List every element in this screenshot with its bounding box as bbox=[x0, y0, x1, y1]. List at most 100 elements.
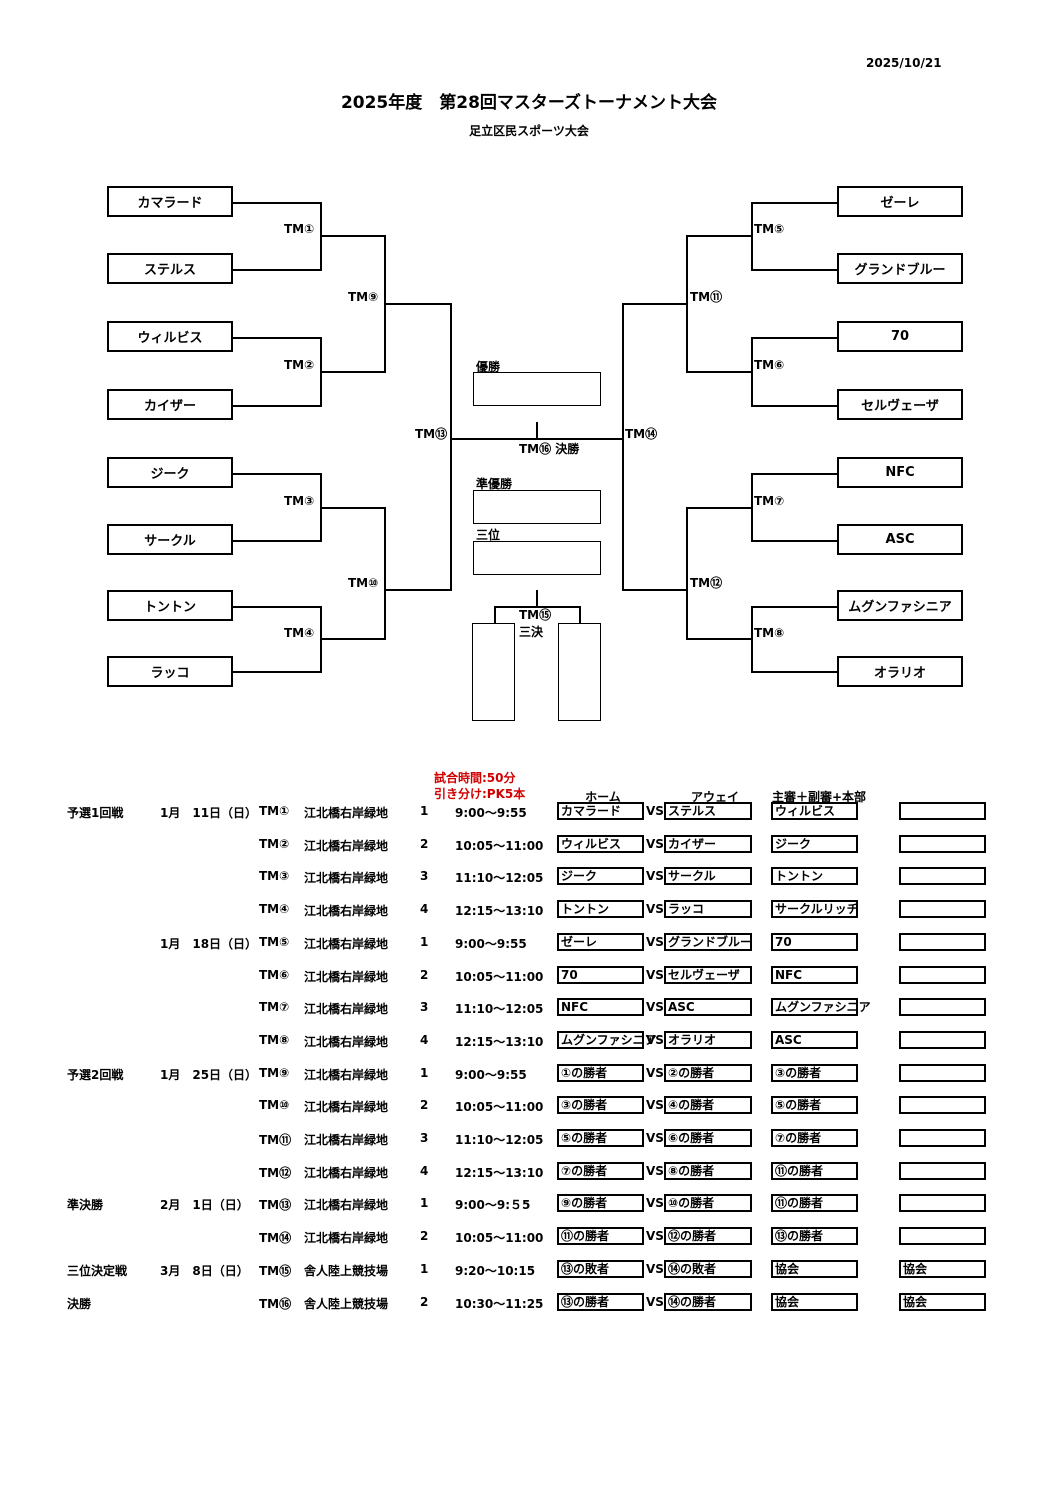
vs-label: VS bbox=[646, 968, 664, 982]
team-box: ステルス bbox=[107, 253, 233, 284]
match-time: 9:00～9:55 bbox=[455, 1068, 527, 1082]
vs-label: VS bbox=[646, 1164, 664, 1178]
referee-cell: ウィルビス bbox=[771, 802, 858, 820]
vs-label: VS bbox=[646, 1131, 664, 1145]
match-label: TM⑧ bbox=[754, 626, 785, 640]
bracket-line bbox=[450, 438, 624, 440]
venue: 江北橋右岸緑地 bbox=[304, 1068, 389, 1082]
match-time: 10:05～11:00 bbox=[455, 1100, 544, 1114]
away-team-cell: ⑧の勝者 bbox=[664, 1162, 752, 1180]
extra-cell bbox=[899, 802, 986, 820]
vs-label: VS bbox=[646, 1262, 664, 1276]
match-label: TM⑦ bbox=[754, 494, 785, 508]
team-box: ムグンファシニア bbox=[837, 590, 963, 621]
team-box: オラリオ bbox=[837, 656, 963, 687]
bracket-line bbox=[622, 303, 688, 305]
referee-cell: ⑤の勝者 bbox=[771, 1096, 858, 1114]
extra-cell bbox=[899, 933, 986, 951]
bracket-line bbox=[494, 606, 580, 608]
venue: 江北橋右岸緑地 bbox=[304, 1035, 389, 1049]
round-name: 三位決定戦 bbox=[67, 1264, 128, 1278]
match-label: TM④ bbox=[284, 626, 315, 640]
match-id: TM⑪ bbox=[259, 1133, 292, 1147]
referee-cell: NFC bbox=[771, 966, 858, 984]
bracket-line bbox=[494, 606, 496, 624]
referee-cell: トントン bbox=[771, 867, 858, 885]
away-team-cell: ⑭の勝者 bbox=[664, 1293, 752, 1311]
extra-cell bbox=[899, 1129, 986, 1147]
bracket-line bbox=[751, 671, 839, 673]
match-label: TM⑤ bbox=[754, 222, 785, 236]
slot-number: 2 bbox=[420, 1098, 429, 1112]
team-box: NFC bbox=[837, 457, 963, 488]
third-match-slot bbox=[558, 623, 601, 721]
referee-cell: ③の勝者 bbox=[771, 1064, 858, 1082]
away-column-header: アウェイ bbox=[690, 790, 739, 804]
match-date: 1月 18日（日） bbox=[160, 937, 258, 951]
slot-number: 2 bbox=[420, 968, 429, 982]
bracket-line bbox=[686, 507, 688, 640]
home-team-cell: ①の勝者 bbox=[557, 1064, 644, 1082]
venue: 江北橋右岸緑地 bbox=[304, 937, 389, 951]
slot-number: 3 bbox=[420, 1000, 429, 1014]
bracket-line bbox=[751, 337, 839, 339]
vs-label: VS bbox=[646, 1000, 664, 1014]
venue: 舎人陸上競技場 bbox=[304, 1297, 389, 1311]
extra-cell bbox=[899, 1227, 986, 1245]
bracket-line bbox=[233, 269, 322, 271]
vs-label: VS bbox=[646, 1033, 664, 1047]
referee-cell: 協会 bbox=[771, 1293, 858, 1311]
champion-label: 優勝 bbox=[476, 360, 501, 374]
venue: 江北橋右岸緑地 bbox=[304, 970, 389, 984]
away-team-cell: ④の勝者 bbox=[664, 1096, 752, 1114]
team-box: 70 bbox=[837, 321, 963, 352]
vs-label: VS bbox=[646, 837, 664, 851]
away-team-cell: ②の勝者 bbox=[664, 1064, 752, 1082]
home-team-cell: トントン bbox=[557, 900, 644, 918]
extra-cell bbox=[899, 998, 986, 1016]
vs-label: VS bbox=[646, 1066, 664, 1080]
venue: 江北橋右岸緑地 bbox=[304, 1133, 389, 1147]
team-box: グランドブルー bbox=[837, 253, 963, 284]
referee-cell: サークルリッチ bbox=[771, 900, 859, 918]
slot-number: 2 bbox=[420, 837, 429, 851]
match-label: TM⑨ bbox=[348, 290, 379, 304]
match-id: TM④ bbox=[259, 902, 290, 916]
venue: 江北橋右岸緑地 bbox=[304, 1100, 389, 1114]
team-box: ゼーレ bbox=[837, 186, 963, 217]
match-time: 12:15～13:10 bbox=[455, 1035, 544, 1049]
home-team-cell: NFC bbox=[557, 998, 644, 1016]
match-time: 10:05～11:00 bbox=[455, 839, 544, 853]
match-time: 12:15～13:10 bbox=[455, 904, 544, 918]
bracket-line bbox=[233, 405, 322, 407]
referee-cell: 協会 bbox=[771, 1260, 858, 1278]
match-id: TM⑨ bbox=[259, 1066, 290, 1080]
slot-number: 1 bbox=[420, 804, 429, 818]
team-box: カイザー bbox=[107, 389, 233, 420]
bracket-line bbox=[751, 606, 839, 608]
match-id: TM⑥ bbox=[259, 968, 290, 982]
match-time: 10:05～11:00 bbox=[455, 970, 544, 984]
match-time: 9:00～9:55 bbox=[455, 806, 527, 820]
bracket-line bbox=[233, 606, 322, 608]
bracket-line bbox=[320, 638, 386, 640]
venue: 江北橋右岸緑地 bbox=[304, 1231, 389, 1245]
bracket-line bbox=[751, 269, 839, 271]
away-team-cell: ⑩の勝者 bbox=[664, 1194, 752, 1212]
page-subtitle: 足立区民スポーツ大会 bbox=[469, 124, 589, 138]
referee-cell: ⑬の勝者 bbox=[771, 1227, 858, 1245]
extra-cell bbox=[899, 1096, 986, 1114]
home-team-cell: ⑬の敗者 bbox=[557, 1260, 644, 1278]
extra-cell bbox=[899, 966, 986, 984]
match-id: TM⑦ bbox=[259, 1000, 290, 1014]
match-label: TM② bbox=[284, 358, 315, 372]
round-name: 予選1回戦 bbox=[67, 806, 124, 820]
away-team-cell: ⑭の敗者 bbox=[664, 1260, 752, 1278]
match-id: TM⑬ bbox=[259, 1198, 292, 1212]
away-team-cell: セルヴェーザ bbox=[664, 966, 752, 984]
